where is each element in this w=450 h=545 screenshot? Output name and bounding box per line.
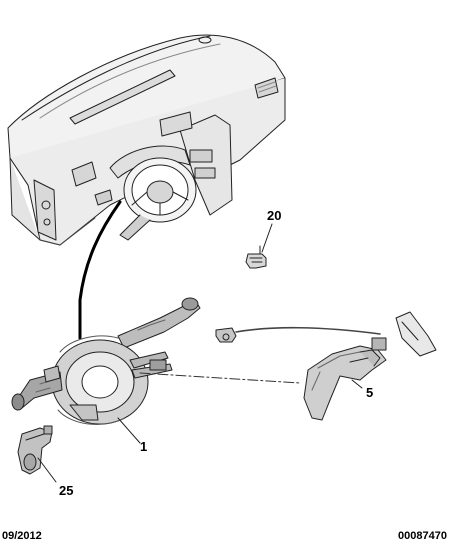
part-1-steering-switch (11, 297, 201, 425)
callout-1: 1 (140, 439, 148, 454)
leader-line-5 (351, 379, 363, 389)
dashboard-illustration (7, 34, 286, 246)
callout-5: 5 (366, 385, 374, 400)
alignment-axis-line (139, 372, 301, 384)
leader-line-20 (261, 223, 273, 253)
leader-line-1 (117, 417, 141, 444)
part-20-bracket (245, 245, 267, 269)
location-leader-line (78, 200, 122, 340)
callout-25: 25 (59, 483, 74, 498)
footer-reference: 00087470 (398, 530, 447, 542)
leader-line-25 (37, 457, 57, 483)
part-25-switch (17, 425, 53, 475)
part-5-harness-assembly (215, 311, 437, 421)
footer-date: 09/2012 (2, 530, 42, 542)
callout-20: 20 (267, 208, 282, 223)
